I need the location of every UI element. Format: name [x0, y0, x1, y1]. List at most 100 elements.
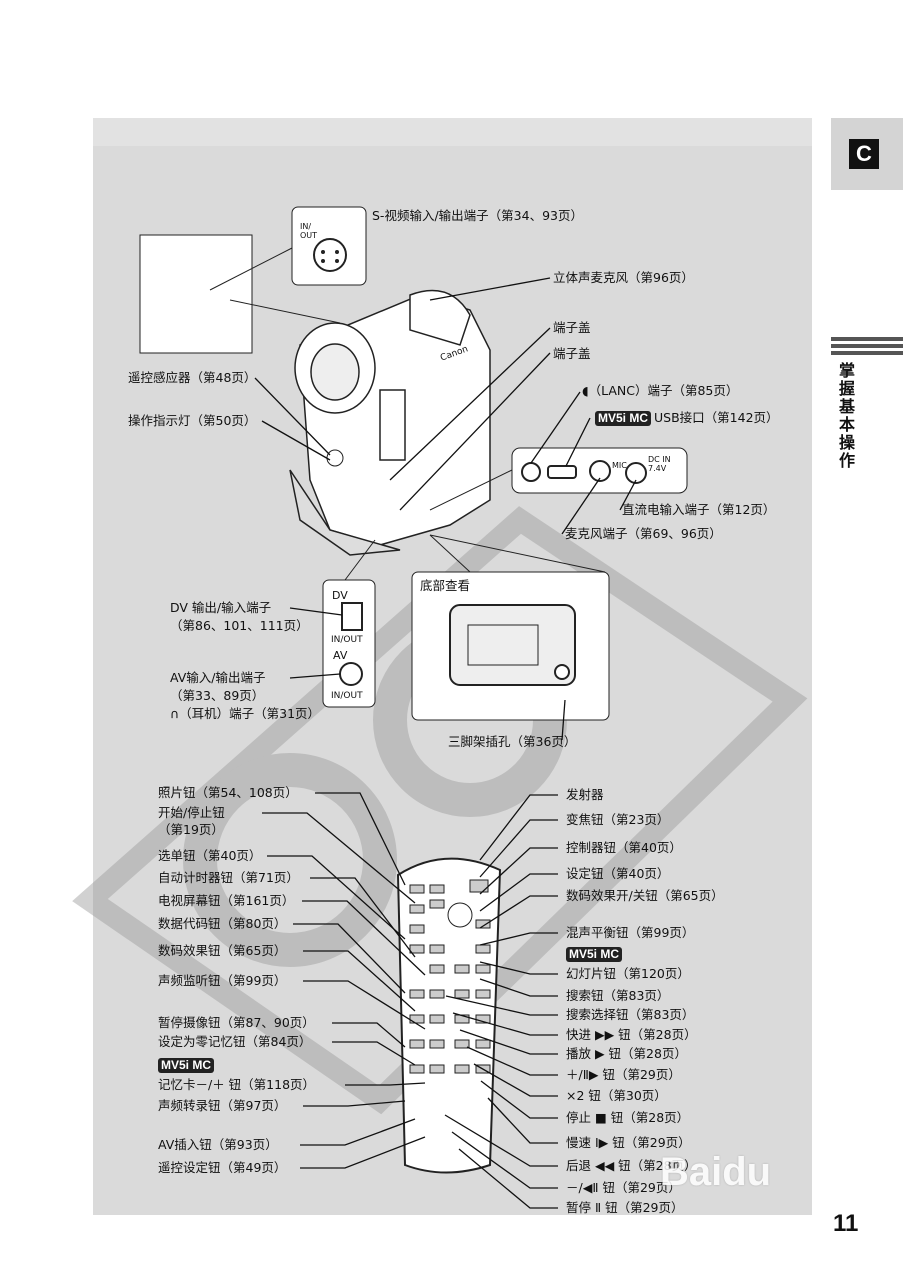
camcorder-drawing	[289, 289, 491, 556]
leader-line	[479, 847, 558, 895]
leader-line	[310, 877, 416, 958]
label-lanc: ◖（LANC）端子（第85页）	[582, 383, 739, 398]
remote-right-label: 快进 ▶▶ 钮（第28页）	[566, 1027, 697, 1042]
remote-right-label: ＋/Ⅱ▶ 钮（第29页）	[566, 1067, 681, 1082]
lanc-icon: ◖	[582, 383, 589, 398]
leader-line	[473, 1063, 558, 1097]
leader-line	[565, 417, 591, 467]
leader-line	[332, 1022, 406, 1048]
remote-right-label: 搜索选择钮（第83页）	[566, 1007, 695, 1022]
label-terminal-cover-2: 端子盖	[553, 346, 591, 361]
copy-watermark	[72, 506, 808, 1115]
remote-left-label: 声频监听钮（第99页）	[158, 973, 287, 988]
leader-line	[480, 1080, 558, 1119]
remote-right-label: 搜索钮（第83页）	[566, 988, 670, 1003]
leader-line	[389, 327, 551, 481]
label-dv-1: DV 输出/输入端子	[170, 600, 272, 615]
leader-line	[479, 961, 558, 975]
leader-line	[303, 980, 426, 1030]
leader-line	[458, 1148, 558, 1209]
leader-line	[479, 978, 558, 997]
remote-left-label: 电视屏幕钮（第161页）	[158, 893, 295, 908]
remote-left-label: 暂停摄像钮（第87、90页）	[158, 1015, 315, 1030]
leader-line	[262, 812, 416, 904]
model-badge: MV5i MC	[566, 947, 623, 962]
baidu-watermark: Baidu	[660, 1150, 772, 1194]
leader-line	[303, 950, 416, 1012]
leader-line	[452, 1012, 558, 1036]
leader-line	[459, 1029, 558, 1055]
label-mic-terminal: 麦克风端子（第69、96页）	[565, 526, 722, 541]
leader-line	[479, 895, 558, 929]
label-dv-2: （第86、101、111页）	[170, 618, 309, 633]
model-badge: MV5i MC	[158, 1058, 215, 1073]
leader-lines	[254, 277, 637, 1209]
label-av-2: （第33、89页）	[170, 688, 265, 703]
leader-line	[479, 794, 558, 861]
remote-control-drawing	[396, 857, 502, 1174]
remote-right-label: 暂停 Ⅱ 钮（第29页）	[566, 1200, 684, 1215]
leader-line	[619, 479, 637, 511]
leader-line	[302, 900, 426, 976]
remote-left-label: 选单钮（第40页）	[158, 848, 262, 863]
leader-line	[293, 923, 406, 994]
remote-right-label: 混声平衡钮（第99页）	[566, 925, 695, 940]
remote-right-label: 幻灯片钮（第120页）	[566, 966, 690, 981]
remote-right-label: －/◀Ⅱ 钮（第29页）	[566, 1180, 681, 1195]
leader-line	[315, 792, 406, 886]
mic-port-mark: MIC	[612, 461, 627, 470]
remote-left-label: 数码效果钮（第65页）	[158, 943, 287, 958]
label-stereo-mic: 立体声麦克风（第96页）	[553, 270, 694, 285]
leader-line	[345, 1082, 426, 1086]
leader-line	[561, 477, 601, 535]
leader-line	[479, 932, 558, 946]
remote-right-label: 设定钮（第40页）	[566, 866, 670, 881]
leader-line	[561, 699, 566, 741]
s-video-port-mark: IN/ OUT	[300, 222, 318, 240]
leader-line	[399, 352, 551, 511]
leader-line	[300, 1136, 426, 1169]
label-s-video: S-视频输入/输出端子（第34、93页）	[372, 208, 583, 223]
chapter-bars	[831, 337, 903, 358]
remote-left-label: 遥控设定钮（第49页）	[158, 1160, 287, 1175]
remote-left-label: 记忆卡－/＋ 钮（第118页）	[158, 1077, 316, 1092]
remote-left-label: AV插入钮（第93页）	[158, 1137, 278, 1152]
label-dc-in: 直流电输入端子（第12页）	[622, 502, 776, 517]
label-bottom-view: 底部查看	[420, 578, 471, 593]
remote-right-label: 数码效果开/关钮（第65页）	[566, 888, 724, 903]
leader-line	[254, 377, 331, 456]
remote-left-label: 照片钮（第54、108页）	[158, 785, 298, 800]
label-tripod: 三脚架插孔（第36页）	[448, 734, 577, 749]
leader-line	[289, 673, 341, 679]
remote-left-label: 开始/停止钮	[158, 805, 225, 820]
remote-right-label: 播放 ▶ 钮（第28页）	[566, 1046, 687, 1061]
side-inset	[139, 234, 253, 354]
leader-line	[487, 1097, 558, 1144]
leader-line	[451, 1131, 558, 1189]
leader-line	[445, 995, 558, 1016]
remote-right-label: 后退 ◀◀ 钮（第28页）	[566, 1158, 697, 1173]
leader-line	[300, 1118, 416, 1146]
label-av-1: AV输入/输出端子	[170, 670, 266, 685]
remote-left-label: 声频转录钮（第97页）	[158, 1098, 287, 1113]
chapter-title: 掌握基本操作	[836, 362, 855, 470]
leader-line	[444, 1114, 558, 1167]
remote-left-label: 设定为零记忆钮（第84页）	[158, 1034, 312, 1049]
label-indicator: 操作指示灯（第50页）	[128, 413, 257, 428]
leader-line	[303, 1100, 406, 1107]
page-number: 11	[833, 1210, 859, 1237]
leader-line	[466, 1046, 558, 1076]
panel-header-band	[93, 118, 812, 146]
av-inout-mark: IN/OUT	[331, 691, 363, 701]
leader-line	[267, 855, 406, 940]
label-av-3: ∩（耳机）端子（第31页）	[170, 706, 321, 721]
remote-left-label: 自动计时器钮（第71页）	[158, 870, 299, 885]
leader-line	[261, 420, 331, 461]
leader-line	[289, 607, 343, 616]
leader-line	[530, 391, 581, 464]
remote-left-label: （第19页）	[158, 822, 224, 837]
remote-left-label: 数据代码钮（第80页）	[158, 916, 287, 931]
label-terminal-cover-1: 端子盖	[553, 320, 591, 335]
